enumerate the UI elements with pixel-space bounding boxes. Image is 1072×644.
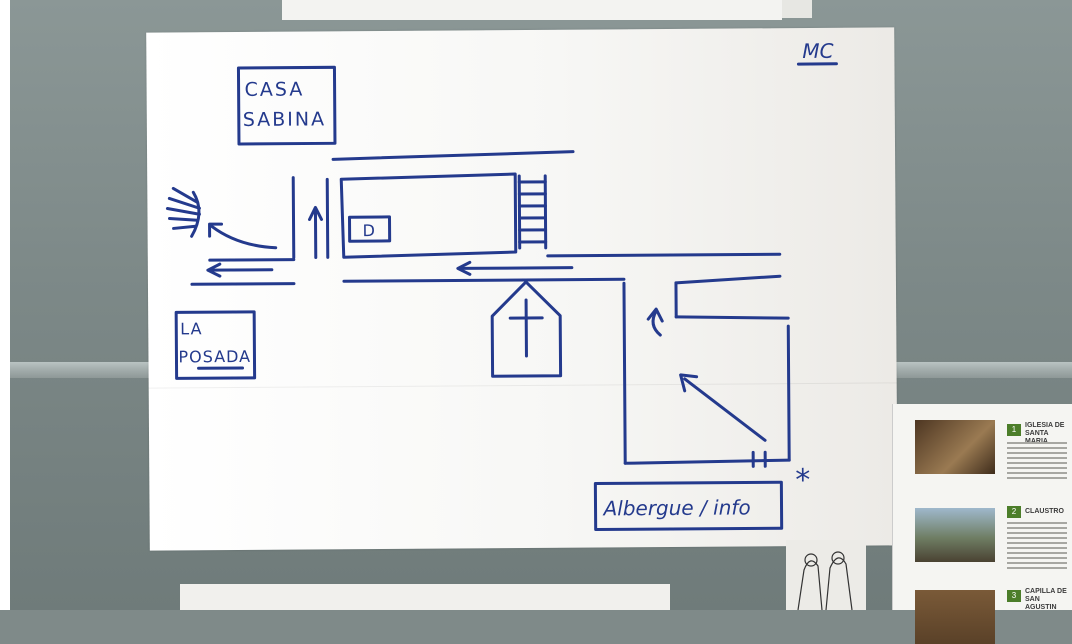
brochure-number-badge: 2 bbox=[1007, 506, 1021, 518]
brochure-photo-church bbox=[915, 420, 995, 474]
brochure-title-line: CAPILLA DE bbox=[1025, 588, 1071, 596]
brochure-number-badge: 1 bbox=[1007, 424, 1021, 436]
street-line bbox=[676, 276, 780, 283]
casa-label-line-1: CASA bbox=[245, 79, 305, 101]
brochure-text-lines bbox=[1007, 522, 1067, 572]
street-line bbox=[333, 152, 573, 160]
arrow-left-shaft bbox=[460, 268, 572, 269]
street-line bbox=[210, 260, 294, 261]
street-line bbox=[344, 279, 624, 281]
casa-label-line-2: SABINA bbox=[243, 108, 326, 131]
street-line bbox=[624, 283, 625, 463]
posada-label-line-1: LA bbox=[180, 319, 202, 338]
star-marker: * bbox=[795, 463, 810, 498]
brochure-title-line: IGLESIA DE bbox=[1025, 422, 1071, 430]
tourist-brochure: 1 IGLESIA DE SANTA MARIA 2 CLAUSTRO 3 CA… bbox=[892, 404, 1072, 610]
left-edge-paper bbox=[0, 0, 10, 610]
arrow-diagonal-shaft bbox=[685, 378, 765, 441]
brochure-text-lines bbox=[1007, 442, 1067, 482]
top-paper-sheet bbox=[282, 0, 782, 20]
posada-label-line-2: POSADA bbox=[178, 347, 251, 367]
brochure-number-badge: 3 bbox=[1007, 590, 1021, 602]
sketch-drawing bbox=[786, 540, 866, 610]
d-marker: D bbox=[363, 221, 375, 240]
hand-drawn-map-poster: MC CASA SABINA LA POSADA bbox=[146, 27, 898, 550]
sun-rays-icon bbox=[167, 188, 199, 236]
brochure-item-title: CAPILLA DE SAN AGUSTIN bbox=[1025, 588, 1071, 612]
street-line bbox=[676, 316, 788, 319]
brochure-photo-chapel bbox=[915, 590, 995, 644]
brochure-item-title: CLAUSTRO bbox=[1025, 508, 1071, 516]
street-line bbox=[548, 254, 780, 256]
brochure-title-line: CLAUSTRO bbox=[1025, 508, 1071, 516]
street-line bbox=[293, 178, 294, 258]
bottom-paper-sheet bbox=[180, 584, 670, 610]
stairs-icon bbox=[519, 176, 546, 248]
top-paper-tab bbox=[782, 0, 812, 18]
brochure-photo-cloister bbox=[915, 508, 995, 562]
map-drawing: MC CASA SABINA LA POSADA bbox=[146, 27, 898, 550]
info-label: Albergue / info bbox=[601, 495, 750, 520]
sketch-figures bbox=[786, 540, 866, 610]
street-line bbox=[327, 179, 328, 257]
corner-initials: MC bbox=[802, 39, 833, 63]
curved-arrow-left bbox=[212, 226, 276, 248]
street-line bbox=[788, 326, 789, 460]
street-line bbox=[192, 284, 294, 285]
